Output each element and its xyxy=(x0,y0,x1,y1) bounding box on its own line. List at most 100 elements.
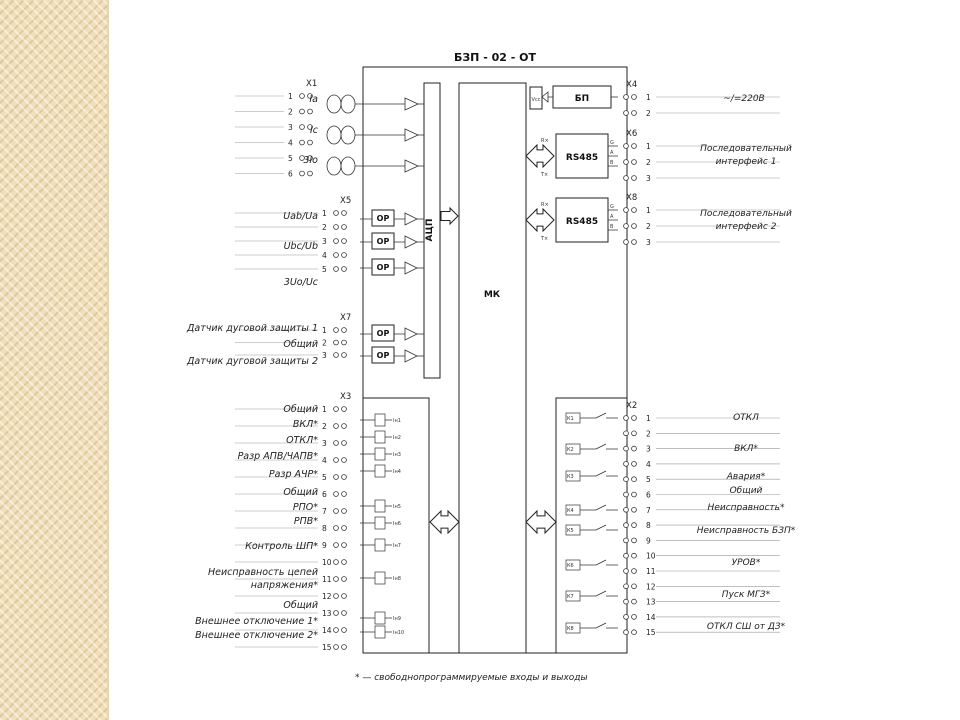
relay-label: К6 xyxy=(567,563,574,569)
x4-label: ~/=220В xyxy=(723,94,764,104)
x2-terminal xyxy=(631,522,637,528)
x1-terminal-inner xyxy=(307,139,313,146)
current-transformer-coil xyxy=(326,125,342,145)
x2-terminal-inner xyxy=(623,537,629,544)
x2-terminal-inner xyxy=(623,583,629,590)
x6-pin-2: 2 xyxy=(646,158,651,167)
op-label: ОР xyxy=(377,263,390,272)
x3-terminal xyxy=(333,406,339,412)
adc-label: АЦП xyxy=(425,219,435,242)
x2-terminal xyxy=(631,476,637,483)
x3-terminal xyxy=(333,491,339,497)
relay-label: К7 xyxy=(567,594,574,600)
x2-terminal xyxy=(631,461,637,467)
x2-terminal-inner xyxy=(623,415,629,421)
x5-label: Uab/Ua xyxy=(283,211,318,222)
inputs-bus-arrow xyxy=(429,509,460,535)
x5-label: Ubc/Ub xyxy=(284,241,318,252)
x3-label: РПО* xyxy=(293,502,318,513)
x7-pin-2: 2 xyxy=(322,339,327,348)
current-transformer-coil xyxy=(326,156,342,176)
x2-terminal xyxy=(631,445,637,452)
x2-terminal xyxy=(631,537,637,544)
x2-terminal xyxy=(631,415,637,421)
x2-pin-8: 8 xyxy=(646,521,651,530)
diagram-dynamic-layer: X1123456X512345X7123X3123456789101112131… xyxy=(186,79,796,652)
adc-to-mcu-arrow xyxy=(440,206,459,226)
x1-pin-5: 5 xyxy=(288,154,293,163)
x6-name: X6 xyxy=(626,129,637,139)
rs485-block-1 xyxy=(555,133,609,179)
x1-terminal-inner xyxy=(307,170,313,177)
x8-pin-3: 3 xyxy=(646,238,651,247)
x3-label: Внешнее отключение 2* xyxy=(195,630,318,641)
amplifier-symbol xyxy=(404,159,419,173)
x3-terminal xyxy=(333,474,339,480)
x2-terminal xyxy=(631,614,637,620)
amplifier-symbol xyxy=(404,128,419,142)
x2-pin-15: 15 xyxy=(646,628,656,637)
x5-terminal xyxy=(333,224,339,230)
x4-terminal xyxy=(631,110,637,116)
rs485-2-bus-arrow xyxy=(525,207,555,233)
x3-label: Общий xyxy=(283,600,318,611)
x3-pin-3: 3 xyxy=(322,439,327,448)
x2-terminal xyxy=(631,491,637,498)
x6-label: интерфейс 1 xyxy=(716,157,777,167)
x3-pin-12: 12 xyxy=(322,592,332,601)
x2-label: УРОВ* xyxy=(732,558,761,568)
x2-terminal xyxy=(631,598,637,605)
optocoupler xyxy=(374,447,386,461)
x1-terminal xyxy=(299,139,305,146)
x5-terminal xyxy=(333,252,339,258)
x2-terminal-inner xyxy=(623,629,629,635)
diagram-title: БЗП - 02 - ОТ xyxy=(454,51,537,64)
x8-pin-2: 2 xyxy=(646,222,651,231)
op-label: ОР xyxy=(377,329,390,338)
input-label: Iн8 xyxy=(393,576,401,582)
x5-terminal-inner xyxy=(341,252,347,258)
rs485-1-a: A xyxy=(610,150,614,156)
x8-terminal-inner xyxy=(623,223,629,229)
amplifier-symbol xyxy=(404,235,418,249)
x1-label: Ia xyxy=(309,94,318,105)
x3-label: напряжения* xyxy=(251,580,318,591)
x1-terminal xyxy=(299,155,305,161)
x3-pin-9: 9 xyxy=(322,541,327,550)
input-label: Iн2 xyxy=(393,435,401,441)
x7-pin-1: 1 xyxy=(322,326,327,335)
x6-pin-1: 1 xyxy=(646,142,651,151)
x3-pin-4: 4 xyxy=(322,456,327,465)
rs485-2-a: A xyxy=(610,214,614,220)
x3-terminal-inner xyxy=(341,423,347,429)
input-label: Iн9 xyxy=(393,616,401,622)
x5-terminal-inner xyxy=(341,210,347,216)
x7-label: Датчик дуговой защиты 1 xyxy=(186,323,318,334)
x3-pin-6: 6 xyxy=(322,490,327,499)
input-area-box xyxy=(362,397,430,654)
relay-label: К4 xyxy=(567,508,574,514)
x1-pin-6: 6 xyxy=(288,170,293,179)
x3-label: Контроль ШП* xyxy=(245,541,318,552)
current-transformer-coil xyxy=(326,94,342,114)
x4-pin-1: 1 xyxy=(646,93,651,102)
amplifier-symbol xyxy=(404,327,418,341)
x3-terminal-inner xyxy=(341,593,347,599)
x3-pin-8: 8 xyxy=(322,524,327,533)
x3-terminal-inner xyxy=(341,406,347,412)
amplifier-symbol xyxy=(404,261,418,275)
x3-pin-1: 1 xyxy=(322,405,327,414)
input-label: Iн7 xyxy=(393,543,401,549)
x2-terminal-inner xyxy=(623,552,629,559)
x2-pin-13: 13 xyxy=(646,598,656,607)
x8-label: интерфейс 2 xyxy=(716,222,777,232)
relay-contact xyxy=(580,443,618,450)
relay-label: К2 xyxy=(567,447,574,453)
x5-pin-3: 3 xyxy=(322,237,327,246)
x3-pin-15: 15 xyxy=(322,643,332,652)
x3-terminal-inner xyxy=(341,491,347,497)
optocoupler xyxy=(374,430,386,444)
x2-terminal-inner xyxy=(623,614,629,620)
x1-pin-2: 2 xyxy=(288,108,293,117)
input-label: Iн1 xyxy=(393,418,401,424)
